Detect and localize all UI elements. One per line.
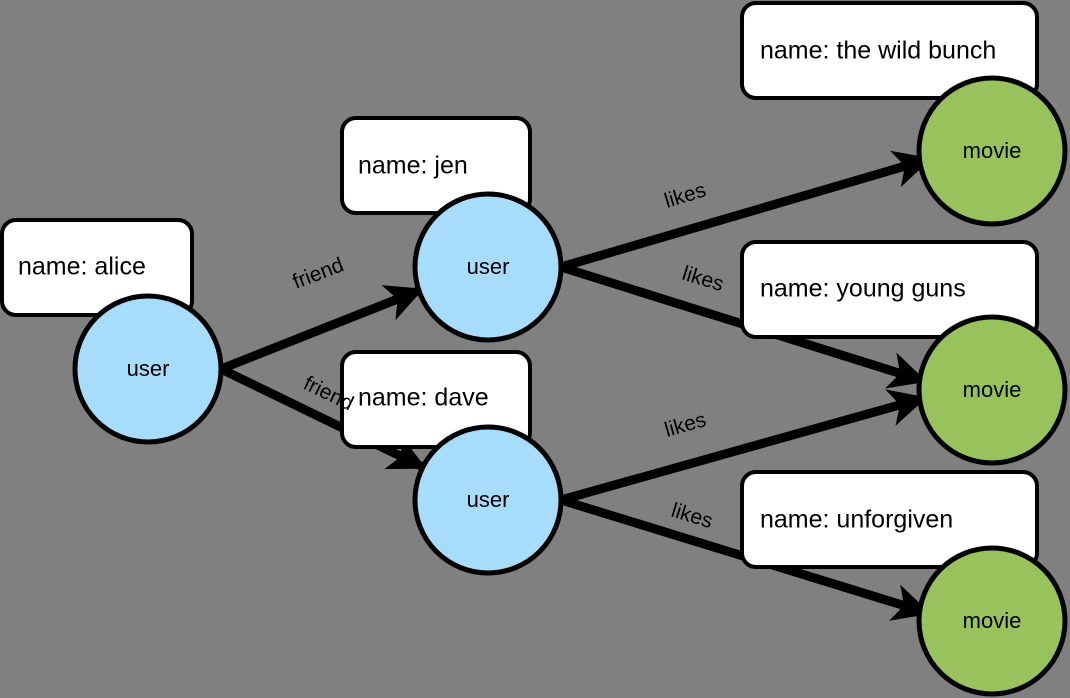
node-circle[interactable] [916,314,1068,466]
property-box-unforgiven: name: unforgiven [740,470,1039,569]
node-type-label: movie [963,138,1022,163]
property-box-frame [740,1,1039,100]
node-circle[interactable] [412,424,564,576]
property-box-label: name: jen [358,152,468,180]
edge-alice-friend-jen [219,285,424,374]
property-box-wild_bunch: name: the wild bunch [740,1,1039,100]
node-type-label: user [467,254,510,279]
edge-label-alice-friend-jen: friend [290,253,347,293]
property-box-dave: name: dave [340,350,532,449]
property-box-label: name: the wild bunch [760,37,996,65]
node-circle[interactable] [916,75,1068,227]
edge-label-alice-friend-dave: friend [300,372,357,416]
node-type-label: user [467,487,510,512]
edge-label-dave-likes-unforgiven: likes [669,499,716,533]
edge-alice-friend-dave [219,364,427,471]
edge-label-jen-likes-wild-bunch: likes [662,179,709,213]
node-circle[interactable] [916,545,1068,697]
property-box-young_guns: name: young guns [740,240,1039,339]
property-box-alice: name: alice [0,218,194,317]
property-box-label: name: unforgiven [760,506,953,534]
property-box-frame [740,470,1039,569]
node-dave[interactable]: user [412,424,564,576]
property-box-frame [740,240,1039,339]
property-box-label: name: alice [18,253,146,281]
edge-dave-likes-young-guns [559,389,927,505]
node-wild_bunch[interactable]: movie [916,75,1068,227]
node-circle[interactable] [72,293,224,445]
property-box-label: name: dave [358,384,489,412]
node-jen[interactable]: user [412,191,564,343]
edge-label-dave-likes-young-guns: likes [662,408,709,442]
node-young_guns[interactable]: movie [916,314,1068,466]
node-type-label: movie [963,377,1022,402]
node-alice[interactable]: user [72,293,224,445]
edge-jen-likes-wild-bunch [559,150,932,272]
edge-label-jen-likes-young-guns: likes [680,262,727,296]
property-box-label: name: young guns [760,275,966,303]
node-unforgiven[interactable]: movie [916,545,1068,697]
node-type-label: user [127,356,170,381]
node-type-label: movie [963,608,1022,633]
node-circle[interactable] [412,191,564,343]
